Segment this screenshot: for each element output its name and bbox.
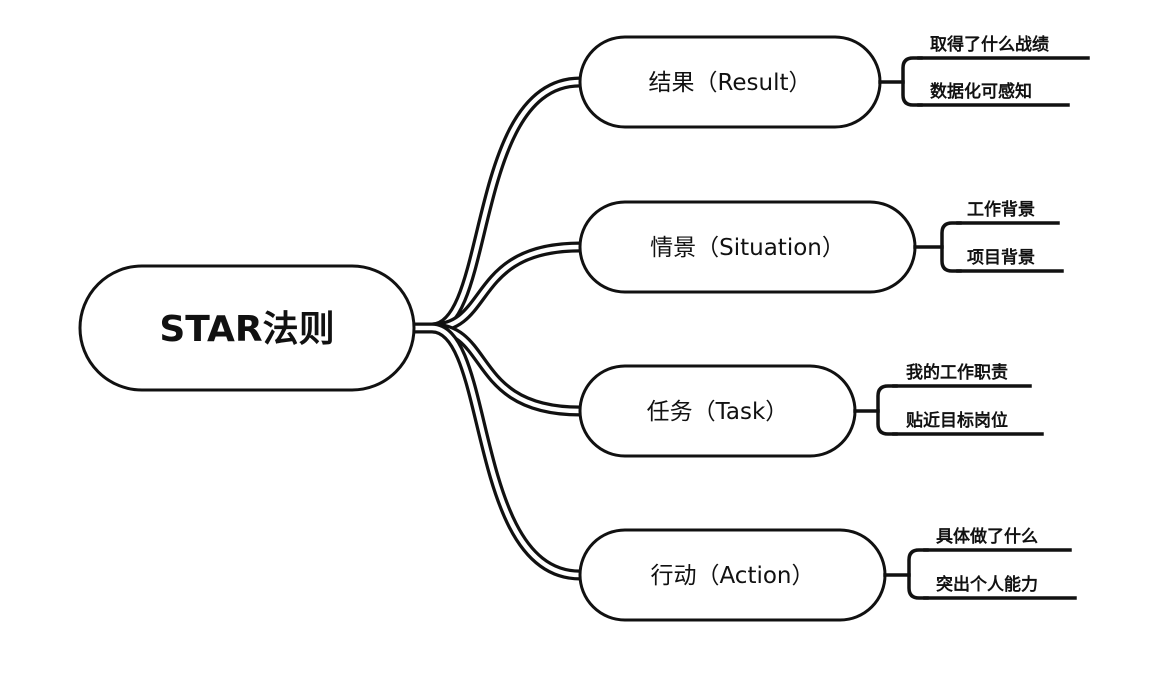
connectors bbox=[408, 76, 586, 581]
root-node-box bbox=[78, 264, 416, 392]
branch-label-situation: 情景（Situation） bbox=[650, 235, 845, 261]
leaf-label-result-0: 取得了什么战绩 bbox=[930, 34, 1049, 55]
leaf-label-action-1: 突出个人能力 bbox=[936, 574, 1038, 595]
root-node: STAR法则 bbox=[78, 264, 416, 392]
connector-action bbox=[411, 325, 583, 578]
branch-node-task: 任务（Task） bbox=[578, 364, 857, 458]
branch-label-task: 任务（Task） bbox=[647, 399, 789, 425]
connector-task-outline bbox=[408, 322, 586, 417]
leaf-label-situation-1: 项目背景 bbox=[967, 247, 1035, 268]
connector-result-outline bbox=[408, 76, 586, 334]
branch-label-result: 结果（Result） bbox=[648, 70, 811, 96]
branch-nodes: 结果（Result） 情景（Situation） 任务（Task） 行动（Action… bbox=[578, 35, 917, 622]
leaf-label-action-0: 具体做了什么 bbox=[935, 526, 1038, 547]
leaf-bracket-action bbox=[907, 548, 929, 600]
leaf-label-situation-0: 工作背景 bbox=[967, 199, 1035, 220]
connector-task bbox=[411, 325, 583, 414]
leaf-bracket-task bbox=[876, 384, 898, 436]
branch-node-situation: 情景（Situation） bbox=[578, 200, 917, 294]
branch-label-action: 行动（Action） bbox=[650, 563, 814, 589]
leaf-bracket-situation bbox=[940, 221, 962, 273]
connector-result bbox=[411, 79, 583, 331]
leaf-label-result-1: 数据化可感知 bbox=[930, 81, 1032, 102]
leaf-label-task-1: 贴近目标岗位 bbox=[906, 410, 1008, 431]
connector-situation bbox=[411, 244, 583, 331]
connector-action-outline bbox=[408, 322, 586, 581]
branch-node-result: 结果（Result） bbox=[578, 35, 882, 129]
connector-situation-outline bbox=[408, 241, 586, 334]
leaf-bracket-result bbox=[901, 56, 923, 107]
root-label: STAR法则 bbox=[159, 309, 334, 350]
leaf-label-task-0: 我的工作职责 bbox=[906, 362, 1008, 383]
branch-node-action: 行动（Action） bbox=[578, 528, 887, 622]
leaf-groups: 取得了什么战绩数据化可感知工作背景项目背景我的工作职责贴近目标岗位具体做了什么突… bbox=[853, 34, 1090, 600]
